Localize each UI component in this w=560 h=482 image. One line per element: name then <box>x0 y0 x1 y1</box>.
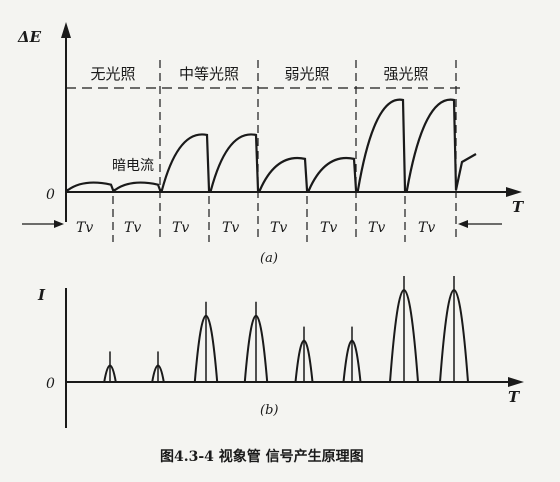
panel-b: I T 0 (b) <box>37 276 524 428</box>
charge-waveform <box>66 98 477 192</box>
dark-current-label: 暗电流 <box>112 158 154 174</box>
panel-a-caption: (a) <box>260 251 278 266</box>
panel-a-y-arrow <box>61 22 71 38</box>
interval-label: Tv <box>124 220 141 236</box>
interval-label: Tv <box>270 220 287 236</box>
interval-label: Tv <box>368 220 385 236</box>
panel-a: ΔE T 0 无光照 中等光照 弱光照 强光照 暗电流 <box>17 22 525 266</box>
left-marker-arrow <box>54 220 64 228</box>
panel-b-caption: (b) <box>260 403 278 418</box>
figure-caption: 图4.3-4 视象管 信号产生原理图 <box>160 448 364 465</box>
interval-labels: Tv Tv Tv Tv Tv Tv Tv Tv <box>76 220 435 236</box>
region-label-none: 无光照 <box>90 65 135 83</box>
interval-label: Tv <box>76 220 93 236</box>
panel-b-y-label: I <box>37 286 46 304</box>
region-label-strong: 强光照 <box>383 65 428 83</box>
right-marker-arrow <box>458 220 468 228</box>
interval-label: Tv <box>418 220 435 236</box>
interval-label: Tv <box>222 220 239 236</box>
panel-a-origin-label: 0 <box>46 187 55 203</box>
current-pulses <box>103 276 470 383</box>
panel-b-x-arrow <box>508 377 524 387</box>
region-label-medium: 中等光照 <box>179 65 239 83</box>
panel-a-x-label: T <box>512 198 525 216</box>
panel-a-y-label: ΔE <box>17 28 42 46</box>
panel-b-x-label: T <box>508 388 521 406</box>
panel-a-x-arrow <box>506 187 522 197</box>
panel-b-origin-label: 0 <box>46 376 55 392</box>
interval-label: Tv <box>320 220 337 236</box>
region-label-weak: 弱光照 <box>284 65 329 83</box>
interval-label: Tv <box>172 220 189 236</box>
